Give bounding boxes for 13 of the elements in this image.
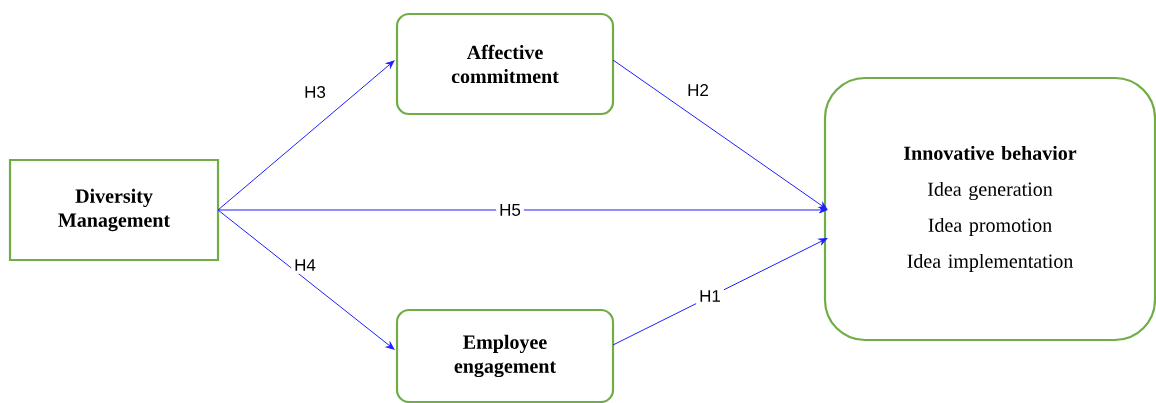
arrow (217, 209, 395, 350)
edge-label: H1 (696, 287, 724, 305)
arrow (217, 60, 395, 211)
rounded-box: Employee engagement (395, 308, 615, 403)
edge-label: H4 (291, 256, 319, 274)
rounded-box: Affective commitment (395, 12, 615, 116)
edge-label: H5 (496, 201, 524, 219)
box: Diversity Management (8, 158, 220, 262)
arrow (217, 206, 828, 214)
edge-label: H2 (684, 81, 712, 99)
arrow (612, 238, 828, 346)
rounded-box: Innovative behavior Idea generation Idea promotion Idea implementation (823, 76, 1156, 342)
arrow (612, 59, 828, 210)
